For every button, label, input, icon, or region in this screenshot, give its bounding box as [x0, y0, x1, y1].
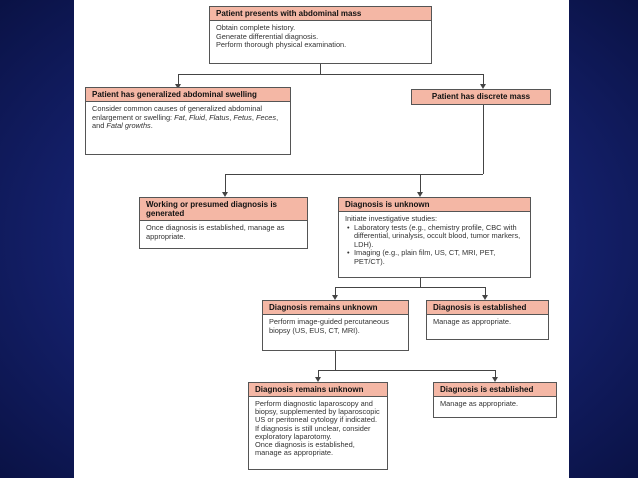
generalized-swelling-title: Patient has generalized abdominal swelli… [86, 88, 290, 102]
connector [178, 74, 483, 75]
remains-unknown-text-2: Perform diagnostic laparoscopy and biops… [255, 399, 380, 458]
connector [335, 351, 336, 370]
top-box: Patient presents with abdominal mass Obt… [209, 6, 432, 64]
investigation-list: Laboratory tests (e.g., chemistry profil… [345, 223, 524, 267]
established-text-2: Manage as appropriate. [440, 399, 519, 408]
remains-unknown-box-2: Diagnosis remains unknown Perform diagno… [248, 382, 388, 470]
arrow [482, 295, 488, 300]
connector [483, 104, 484, 174]
connector [225, 174, 483, 175]
top-box-text: Obtain complete history. Generate differ… [216, 23, 347, 50]
established-title-2: Diagnosis is established [434, 383, 556, 397]
arrow [492, 377, 498, 382]
diagnosis-unknown-title: Diagnosis is unknown [339, 198, 530, 212]
connector [420, 174, 421, 192]
remains-unknown-box-1: Diagnosis remains unknown Perform image-… [262, 300, 409, 351]
top-box-title: Patient presents with abdominal mass [210, 7, 431, 21]
arrow [480, 84, 486, 89]
arrow [175, 84, 181, 89]
working-diagnosis-box: Working or presumed diagnosis is generat… [139, 197, 308, 249]
arrow [332, 295, 338, 300]
connector [225, 174, 226, 192]
remains-unknown-title-2: Diagnosis remains unknown [249, 383, 387, 397]
arrow [417, 192, 423, 197]
diagnosis-unknown-text: Initiate investigative studies: Laborato… [339, 212, 530, 270]
remains-unknown-text-1: Perform image-guided percutaneous biopsy… [269, 317, 389, 335]
established-box-1: Diagnosis is established Manage as appro… [426, 300, 549, 340]
connector [318, 370, 319, 377]
discrete-mass-title: Patient has discrete mass [412, 90, 550, 104]
connector [335, 287, 336, 295]
connector [483, 74, 484, 84]
generalized-swelling-box: Patient has generalized abdominal swelli… [85, 87, 291, 155]
generalized-swelling-text: Consider common causes of generalized ab… [92, 104, 279, 131]
connector [485, 287, 486, 295]
connector [178, 74, 179, 84]
list-item: Imaging (e.g., plain film, US, CT, MRI, … [347, 249, 524, 266]
arrow [315, 377, 321, 382]
connector [420, 278, 421, 287]
remains-unknown-title-1: Diagnosis remains unknown [263, 301, 408, 315]
connector [318, 370, 495, 371]
established-text-1: Manage as appropriate. [433, 317, 512, 326]
diagnosis-unknown-box: Diagnosis is unknown Initiate investigat… [338, 197, 531, 278]
connector [495, 370, 496, 377]
list-item: Laboratory tests (e.g., chemistry profil… [347, 223, 524, 250]
arrow [222, 192, 228, 197]
connector [335, 287, 485, 288]
established-box-2: Diagnosis is established Manage as appro… [433, 382, 557, 418]
connector [320, 64, 321, 74]
working-diagnosis-title: Working or presumed diagnosis is generat… [140, 198, 307, 221]
discrete-mass-box: Patient has discrete mass [411, 89, 551, 105]
established-title-1: Diagnosis is established [427, 301, 548, 315]
working-diagnosis-text: Once diagnosis is established, manage as… [146, 223, 285, 241]
